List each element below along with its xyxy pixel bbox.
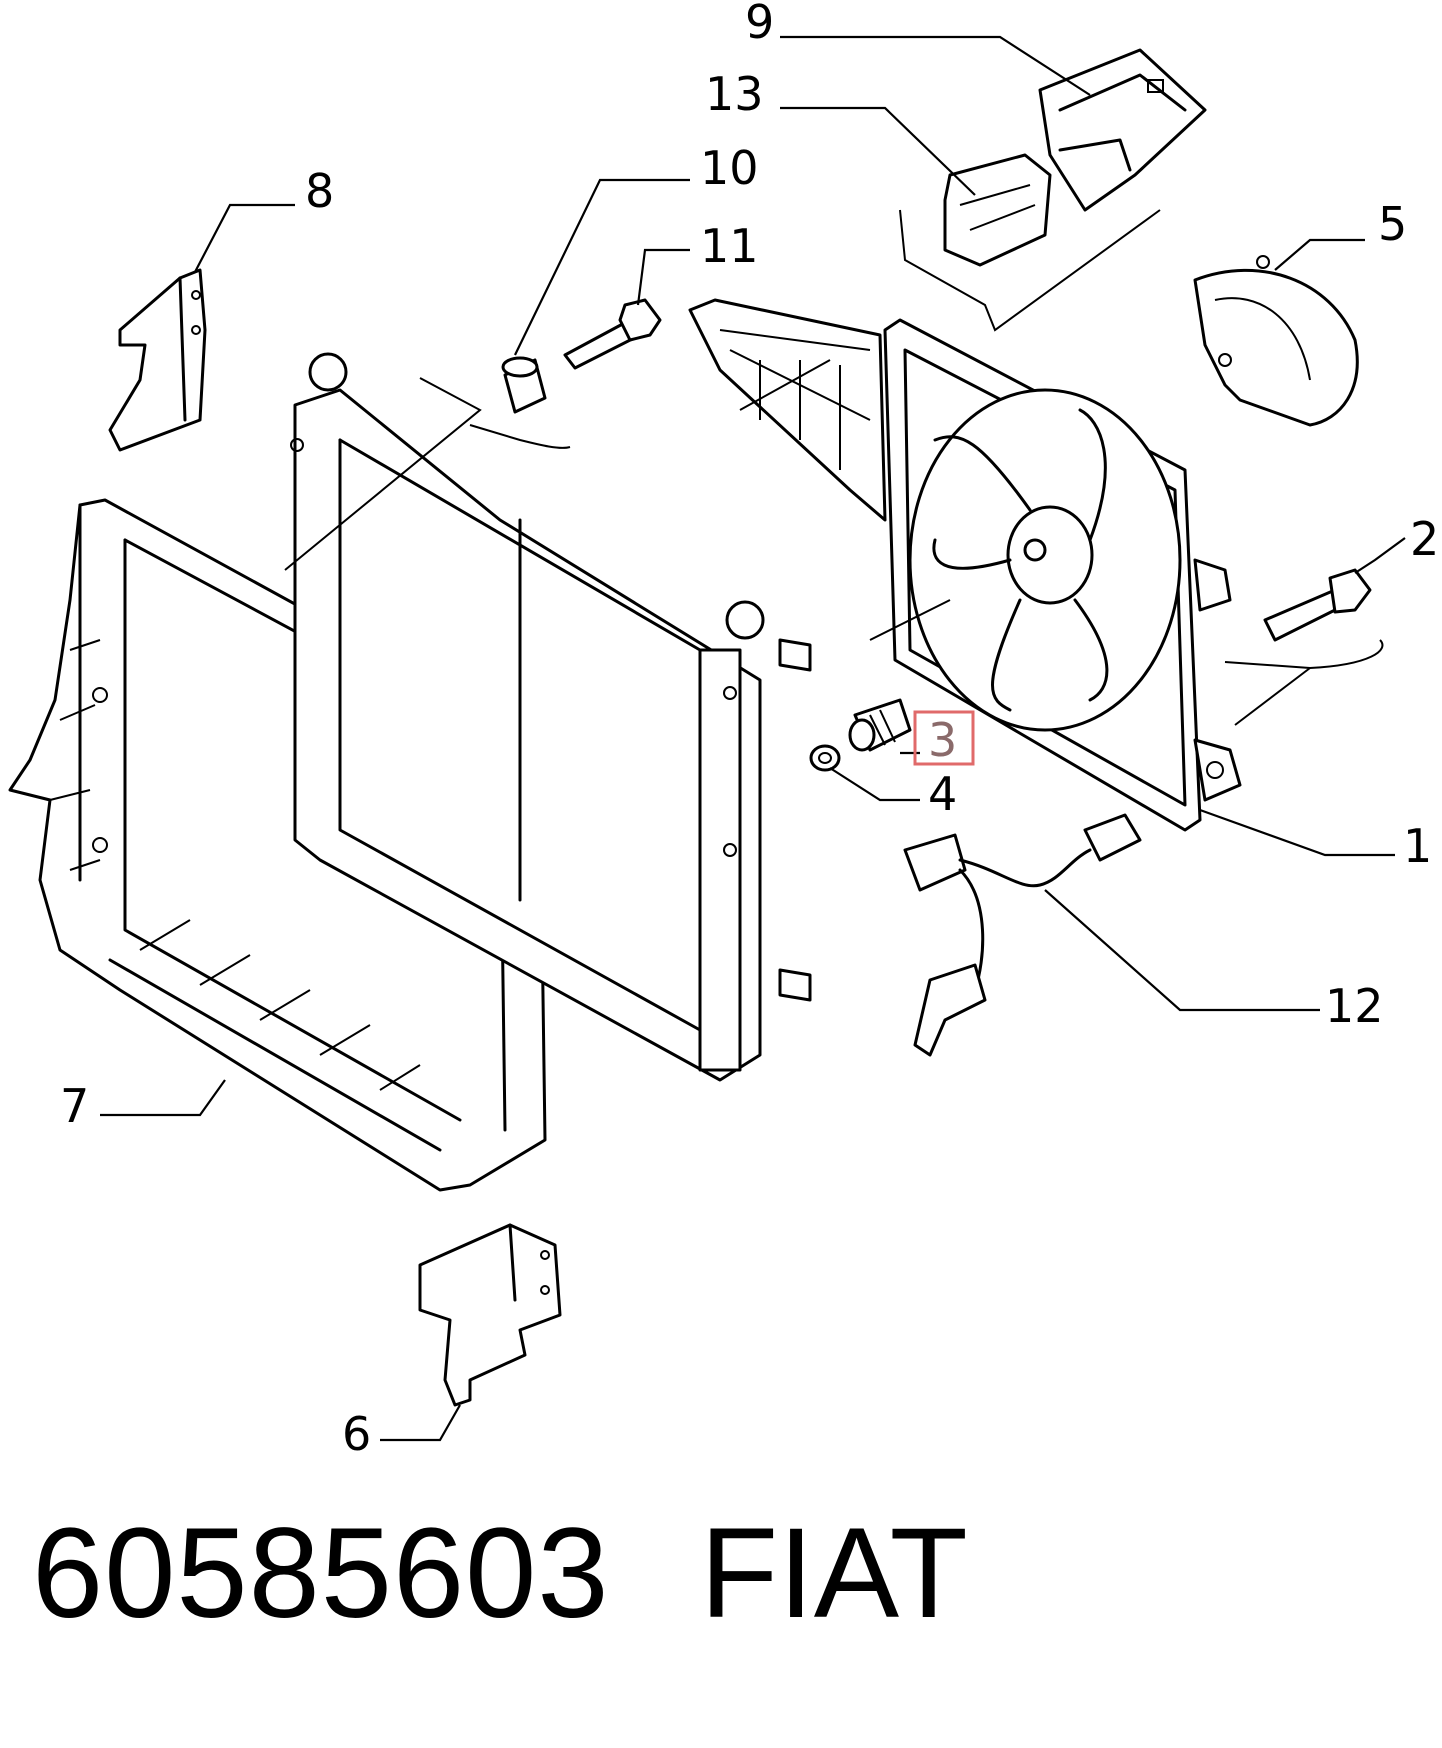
leader-1 bbox=[1199, 808, 1395, 857]
callout-3-highlight-box bbox=[913, 710, 975, 766]
leader-10 bbox=[514, 178, 690, 356]
part-13-resistor bbox=[943, 153, 1052, 267]
assembly-guide-lines bbox=[284, 209, 1384, 726]
part-5-motor-cover bbox=[1193, 255, 1359, 427]
callout-7: 7 bbox=[60, 1079, 89, 1133]
part-12-sensor-harness bbox=[903, 813, 1142, 1057]
part-number: 60585603 bbox=[32, 1502, 610, 1645]
leader-13 bbox=[780, 106, 976, 196]
part-4-washer bbox=[809, 744, 841, 772]
leader-8 bbox=[194, 203, 295, 273]
part-10-spacer bbox=[501, 356, 547, 414]
part-9-cover bbox=[1038, 48, 1207, 212]
callout-11: 11 bbox=[700, 219, 759, 273]
leader-6 bbox=[380, 1404, 461, 1442]
callout-6: 6 bbox=[342, 1407, 371, 1461]
callout-2: 2 bbox=[1410, 512, 1439, 566]
part-8-bracket bbox=[108, 268, 207, 452]
leader-11 bbox=[636, 248, 690, 306]
callout-9: 9 bbox=[745, 0, 774, 49]
part-1-fan-assembly bbox=[688, 298, 1242, 832]
callout-3: 3 bbox=[928, 713, 957, 767]
callout-8: 8 bbox=[305, 164, 334, 218]
callout-1: 1 bbox=[1403, 819, 1432, 873]
part-11-bolt bbox=[563, 298, 662, 370]
callout-4: 4 bbox=[928, 767, 957, 821]
brand-name: FIAT bbox=[700, 1502, 968, 1645]
callout-13: 13 bbox=[705, 67, 764, 121]
leader-5 bbox=[1274, 238, 1365, 271]
callout-12: 12 bbox=[1325, 979, 1384, 1033]
leader-7 bbox=[100, 1079, 226, 1117]
part-2-bolt bbox=[1263, 568, 1372, 642]
leader-9 bbox=[780, 35, 1091, 96]
part-3-thermal-switch bbox=[848, 698, 912, 752]
leader-2 bbox=[1354, 537, 1406, 574]
radiator bbox=[290, 352, 812, 1082]
part-6-bracket bbox=[418, 1223, 562, 1407]
leader-4 bbox=[829, 767, 920, 802]
leader-12 bbox=[1044, 889, 1320, 1012]
callout-10: 10 bbox=[700, 141, 759, 195]
callout-5: 5 bbox=[1378, 197, 1407, 251]
leader-lines bbox=[100, 35, 1406, 1442]
